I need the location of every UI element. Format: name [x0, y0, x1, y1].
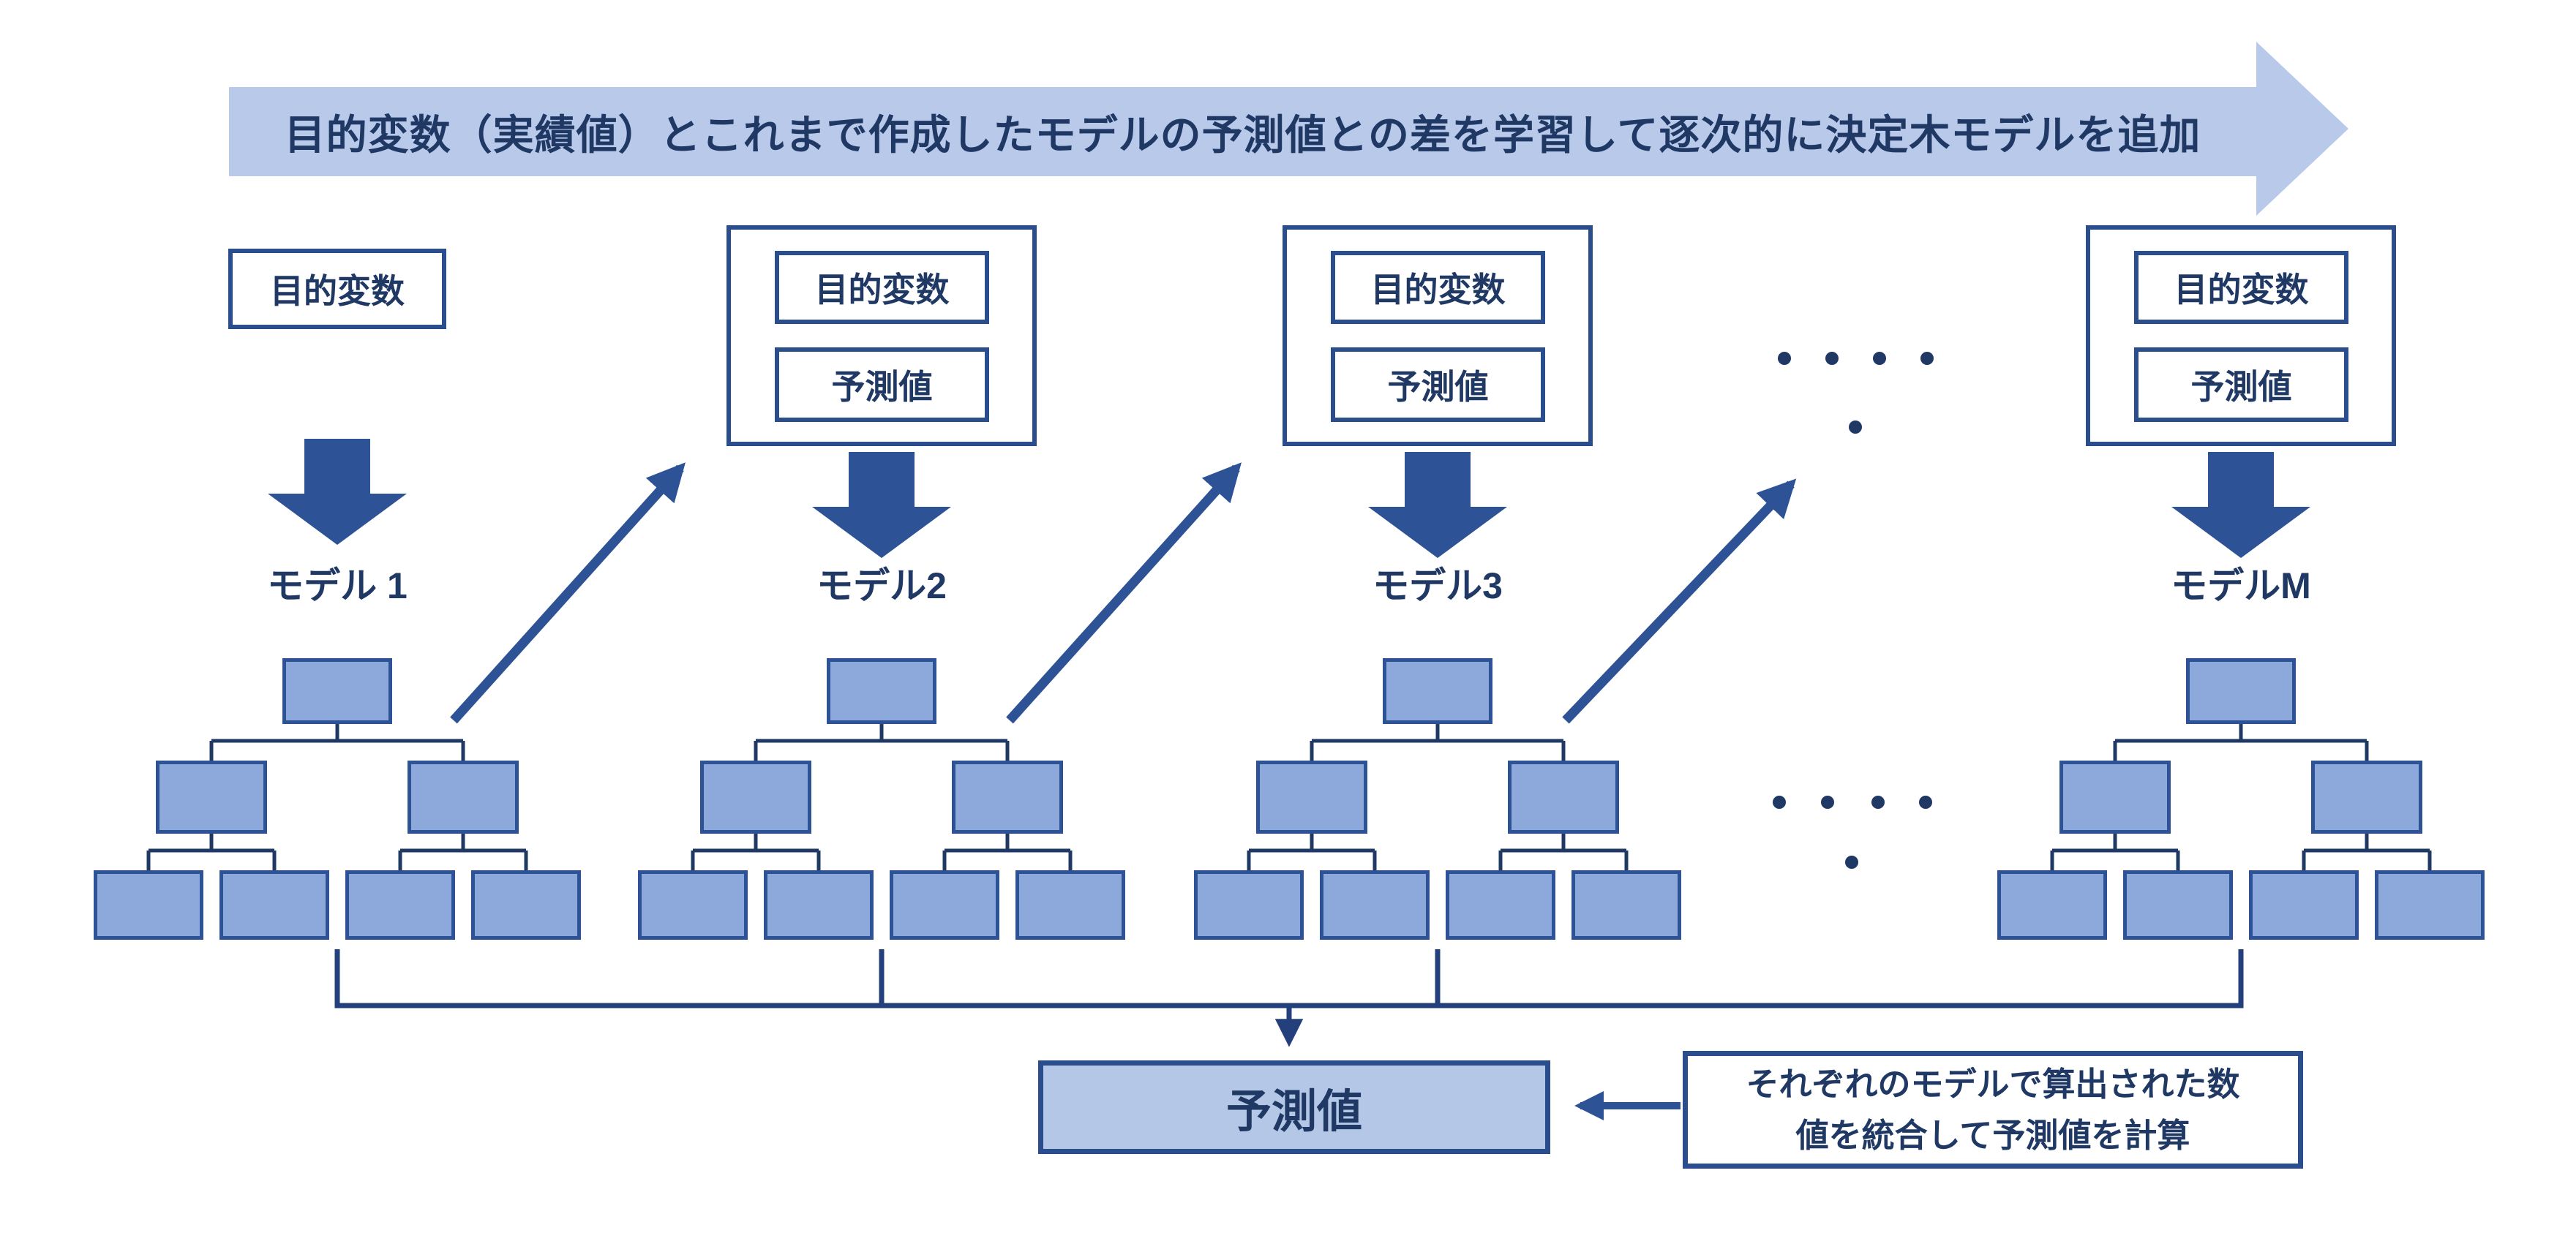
tree-node	[1383, 658, 1492, 724]
target-variable-label: 目的変数	[270, 272, 405, 310]
target-variable-label: 目的変数	[814, 271, 950, 309]
annotation-box: それぞれのモデルで算出された数 値を統合して予測値を計算	[1683, 1051, 2303, 1169]
target-variable-label: 目的変数	[2174, 271, 2309, 309]
tree-node	[2311, 761, 2422, 834]
tree-node	[1997, 870, 2107, 940]
tree-node	[1015, 870, 1125, 940]
tree-node	[408, 761, 519, 834]
tree-node	[282, 658, 392, 724]
annotation-line2: 値を統合して予測値を計算	[1795, 1116, 2190, 1154]
tree-node	[1508, 761, 1619, 834]
down-arrow-model3	[1368, 452, 1507, 558]
collector-bracket	[334, 949, 2244, 1047]
final-prediction-box: 予測値	[1038, 1060, 1550, 1154]
tree-node	[2123, 870, 2233, 940]
tree-node	[345, 870, 455, 940]
continuation-dots-top	[1778, 352, 1934, 434]
tree-node	[1446, 870, 1555, 940]
prediction-box: 予測値	[775, 347, 989, 422]
modelM-label: モデルM	[2171, 565, 2311, 606]
model3-label: モデル3	[1373, 565, 1503, 606]
prediction-box: 予測値	[2134, 347, 2348, 422]
continuation-dots-trees	[1773, 796, 1932, 869]
tree-node	[1256, 761, 1367, 834]
tree-node	[1320, 870, 1430, 940]
prediction-box: 予測値	[1331, 347, 1545, 422]
residual-arrow-1	[450, 462, 686, 724]
target-variable-box: 目的変数	[775, 251, 989, 324]
target-variable-box: 目的変数	[1331, 251, 1545, 324]
residual-arrow-3	[1562, 478, 1797, 724]
tree-node	[952, 761, 1063, 834]
target-variable-box: 目的変数	[228, 249, 446, 329]
tree-node	[1194, 870, 1304, 940]
tree-node	[700, 761, 811, 834]
tree-node	[2059, 761, 2171, 834]
target-variable-box: 目的変数	[2134, 251, 2348, 324]
target-variable-label: 目的変数	[1370, 271, 1506, 309]
tree-node	[94, 870, 203, 940]
down-arrow-model1	[268, 439, 407, 545]
tree-node	[219, 870, 329, 940]
banner-text: 目的変数（実績値）とこれまで作成したモデルの予測値との差を学習して逐次的に決定木…	[284, 111, 2201, 158]
annotation-line1: それぞれのモデルで算出された数	[1746, 1065, 2240, 1103]
tree-node	[2375, 870, 2485, 940]
final-prediction-label: 予測値	[1225, 1087, 1362, 1137]
tree-node	[764, 870, 874, 940]
down-block-arrows	[268, 439, 2310, 558]
tree-node	[890, 870, 999, 940]
tree-node	[156, 761, 267, 834]
prediction-label: 予測値	[1387, 368, 1489, 406]
tree-node	[2186, 658, 2296, 724]
tree-node	[827, 658, 936, 724]
tree-node	[638, 870, 748, 940]
tree-node	[471, 870, 581, 940]
model2-label: モデル2	[816, 565, 947, 606]
residual-arrow-2	[1006, 462, 1242, 724]
prediction-label: 予測値	[831, 368, 933, 406]
tree-node	[2249, 870, 2359, 940]
process-banner-arrow: 目的変数（実績値）とこれまで作成したモデルの予測値との差を学習して逐次的に決定木…	[229, 87, 2256, 176]
prediction-label: 予測値	[2190, 368, 2292, 406]
residual-arrows	[450, 462, 1797, 724]
down-arrow-model2	[812, 452, 951, 558]
model1-label: モデル 1	[267, 565, 408, 606]
down-arrow-modelM	[2171, 452, 2310, 558]
banner-arrowhead-icon	[2256, 42, 2348, 216]
tree-node	[1571, 870, 1681, 940]
